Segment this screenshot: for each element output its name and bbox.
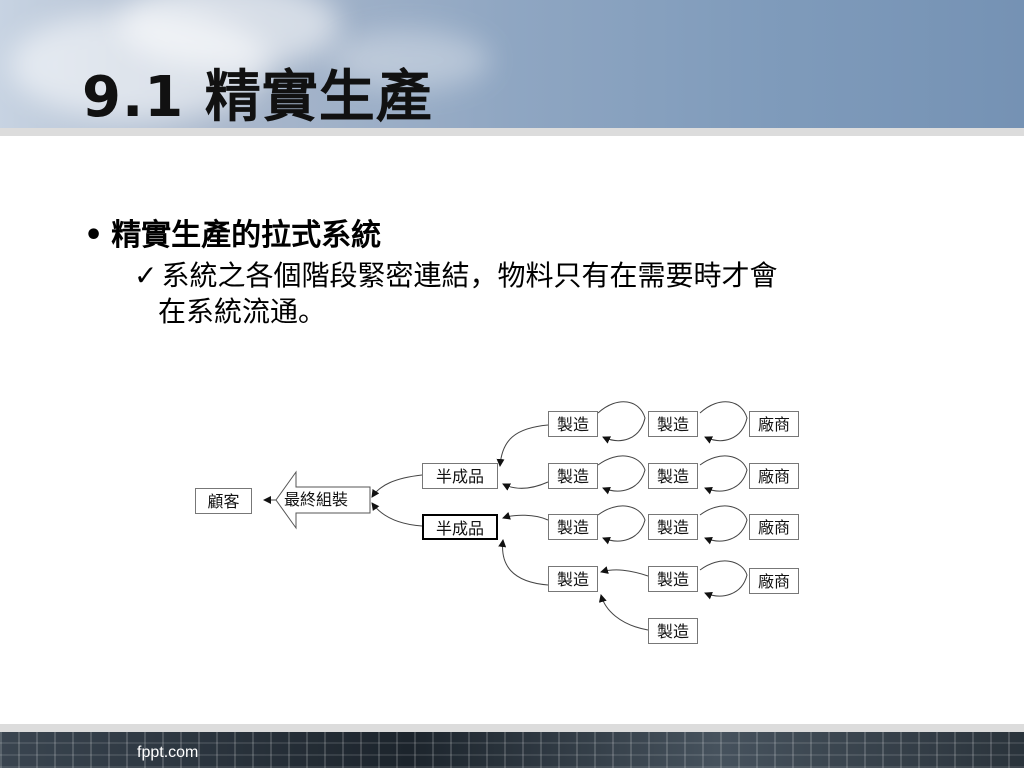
bullet-main: •精實生產的拉式系統 [84, 210, 381, 254]
vendor-box-r4: 廠商 [749, 568, 799, 594]
make-box-r2a: 製造 [548, 463, 598, 489]
r4-to-semi2-arrow [498, 539, 549, 586]
footer-divider [0, 724, 1024, 732]
make-box-r4a: 製造 [548, 566, 598, 592]
make-box-r3b: 製造 [648, 514, 698, 540]
make-box-r1a: 製造 [548, 411, 598, 437]
bullet-main-text: 精實生產的拉式系統 [111, 218, 382, 253]
bullet-dot: • [84, 218, 104, 253]
semi1-to-final-arrow [371, 474, 423, 498]
make-box-r3a: 製造 [548, 514, 598, 540]
vendor-box-r1: 廠商 [749, 411, 799, 437]
bullet-sub-line1: 系統之各個階段緊密連結，物料只有在需要時才會 [161, 259, 778, 292]
footer-site: fppt.com [137, 744, 199, 761]
r1-to-semi1-arrow [496, 424, 549, 467]
final-assembly-label: 最終組裝 [284, 490, 349, 509]
make-box-r1b: 製造 [648, 411, 698, 437]
semi2-to-final-arrow [371, 502, 423, 527]
bullet-sub-line2: 在系統流通。 [158, 295, 327, 328]
semi-product-box-1: 半成品 [422, 463, 498, 489]
check-icon: ✓ [134, 259, 158, 292]
header-banner [0, 0, 1024, 128]
semi-product-box-2: 半成品 [422, 514, 498, 540]
slide-title: 9.1 精實生產 [82, 65, 433, 130]
make-box-r4b: 製造 [648, 566, 698, 592]
r2-to-semi1-arrow [502, 481, 549, 491]
r3-to-semi2-arrow [502, 511, 549, 521]
make-box-r2b: 製造 [648, 463, 698, 489]
header-divider [0, 128, 1024, 136]
make-box-r5: 製造 [648, 618, 698, 644]
vendor-box-r2: 廠商 [749, 463, 799, 489]
customer-box: 顧客 [195, 488, 252, 514]
vendor-box-r3: 廠商 [749, 514, 799, 540]
bullet-sub: ✓系統之各個階段緊密連結，物料只有在需要時才會 在系統流通。 [134, 258, 924, 330]
footer-banner [0, 732, 1024, 768]
